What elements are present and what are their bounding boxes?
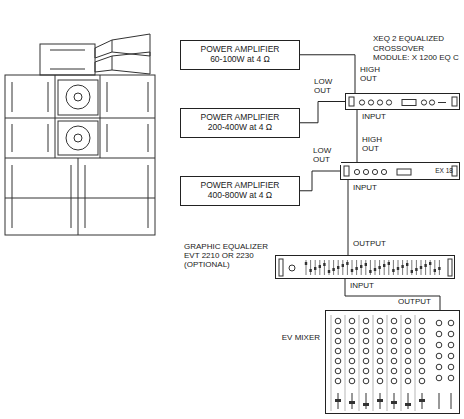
speaker-stack [0, 0, 170, 250]
node-text: POWER AMPLIFIER 60-100W at 4 Ω [181, 41, 299, 69]
device-heading: GRAPHIC EQUALIZER EVT 2210 OR 2230 (OPTI… [184, 242, 272, 270]
crossover-module-panel [346, 94, 459, 109]
device-heading: EV MIXER [282, 333, 320, 342]
port-label: INPUT [350, 282, 374, 291]
power-amplifier: POWER AMPLIFIER 200-400W at 4 Ω [180, 108, 300, 138]
port-label: LOW OUT [313, 147, 341, 165]
signal-cable [348, 180, 349, 255]
node-text: POWER AMPLIFIER 200-400W at 4 Ω [181, 109, 299, 137]
graphic-equalizer: GRAPHIC EQUALIZER EVT 2210 OR 2230 (OPTI… [275, 255, 455, 279]
crossover-module: XEQ 2 EQUALIZED CROSSOVER MODULE: X 1200… [345, 93, 460, 110]
power-amplifier: POWER AMPLIFIER 60-100W at 4 Ω [180, 40, 300, 70]
model-tag: EX 18 [435, 167, 453, 174]
port-label: INPUT [353, 184, 377, 193]
port-label: INPUT [362, 113, 386, 122]
signal-cable [345, 279, 440, 310]
crossover-module: EX 18 [340, 162, 460, 180]
port-label: HIGH OUT [360, 66, 390, 84]
node-text: POWER AMPLIFIER 400-800W at 4 Ω [181, 177, 299, 205]
port-label: OUTPUT [353, 240, 386, 249]
signal-cable [300, 171, 340, 191]
module-heading: XEQ 2 EQUALIZED CROSSOVER MODULE: X 1200… [373, 34, 461, 62]
power-amplifier: POWER AMPLIFIER 400-800W at 4 Ω [180, 176, 300, 206]
mixer-panel [326, 311, 459, 413]
signal-cable [357, 110, 358, 162]
signal-cable [300, 102, 345, 123]
port-label: LOW OUT [314, 78, 342, 96]
port-label: HIGH OUT [362, 136, 392, 154]
mixer: EV MIXER [325, 310, 460, 414]
port-label: OUTPUT [398, 298, 431, 307]
graphic-equalizer-panel [276, 256, 454, 278]
